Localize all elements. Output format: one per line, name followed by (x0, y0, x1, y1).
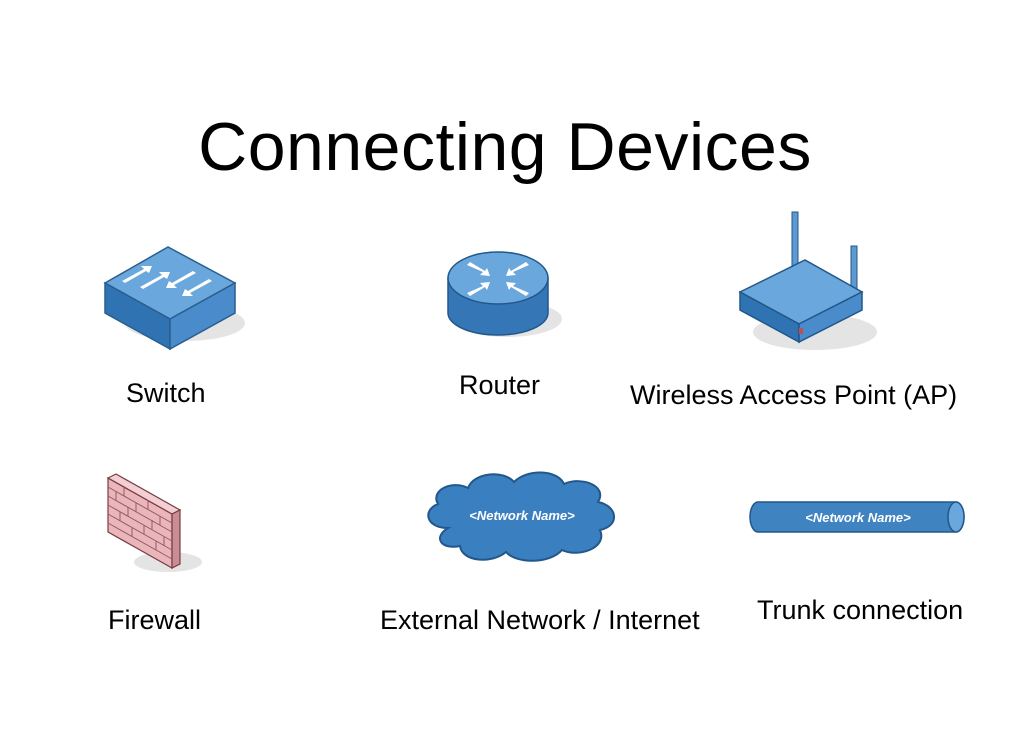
cloud-network-name: <Network Name> (469, 508, 575, 523)
router-label: Router (459, 370, 541, 400)
switch-icon (103, 246, 245, 351)
trunk-label: Trunk connection (757, 595, 964, 625)
access-point-icon (738, 211, 877, 350)
trunk-network-name: <Network Name> (805, 510, 911, 525)
external-network-label: External Network / Internet (380, 605, 700, 635)
router-icon (447, 251, 562, 337)
cloud-icon: <Network Name> (427, 471, 615, 562)
firewall-label: Firewall (108, 605, 202, 635)
switch-label: Switch (126, 378, 206, 408)
firewall-icon (106, 473, 202, 572)
trunk-pipe-icon: <Network Name> (749, 501, 965, 533)
page-title: Connecting Devices (198, 109, 812, 185)
access-point-label: Wireless Access Point (AP) (630, 380, 958, 410)
